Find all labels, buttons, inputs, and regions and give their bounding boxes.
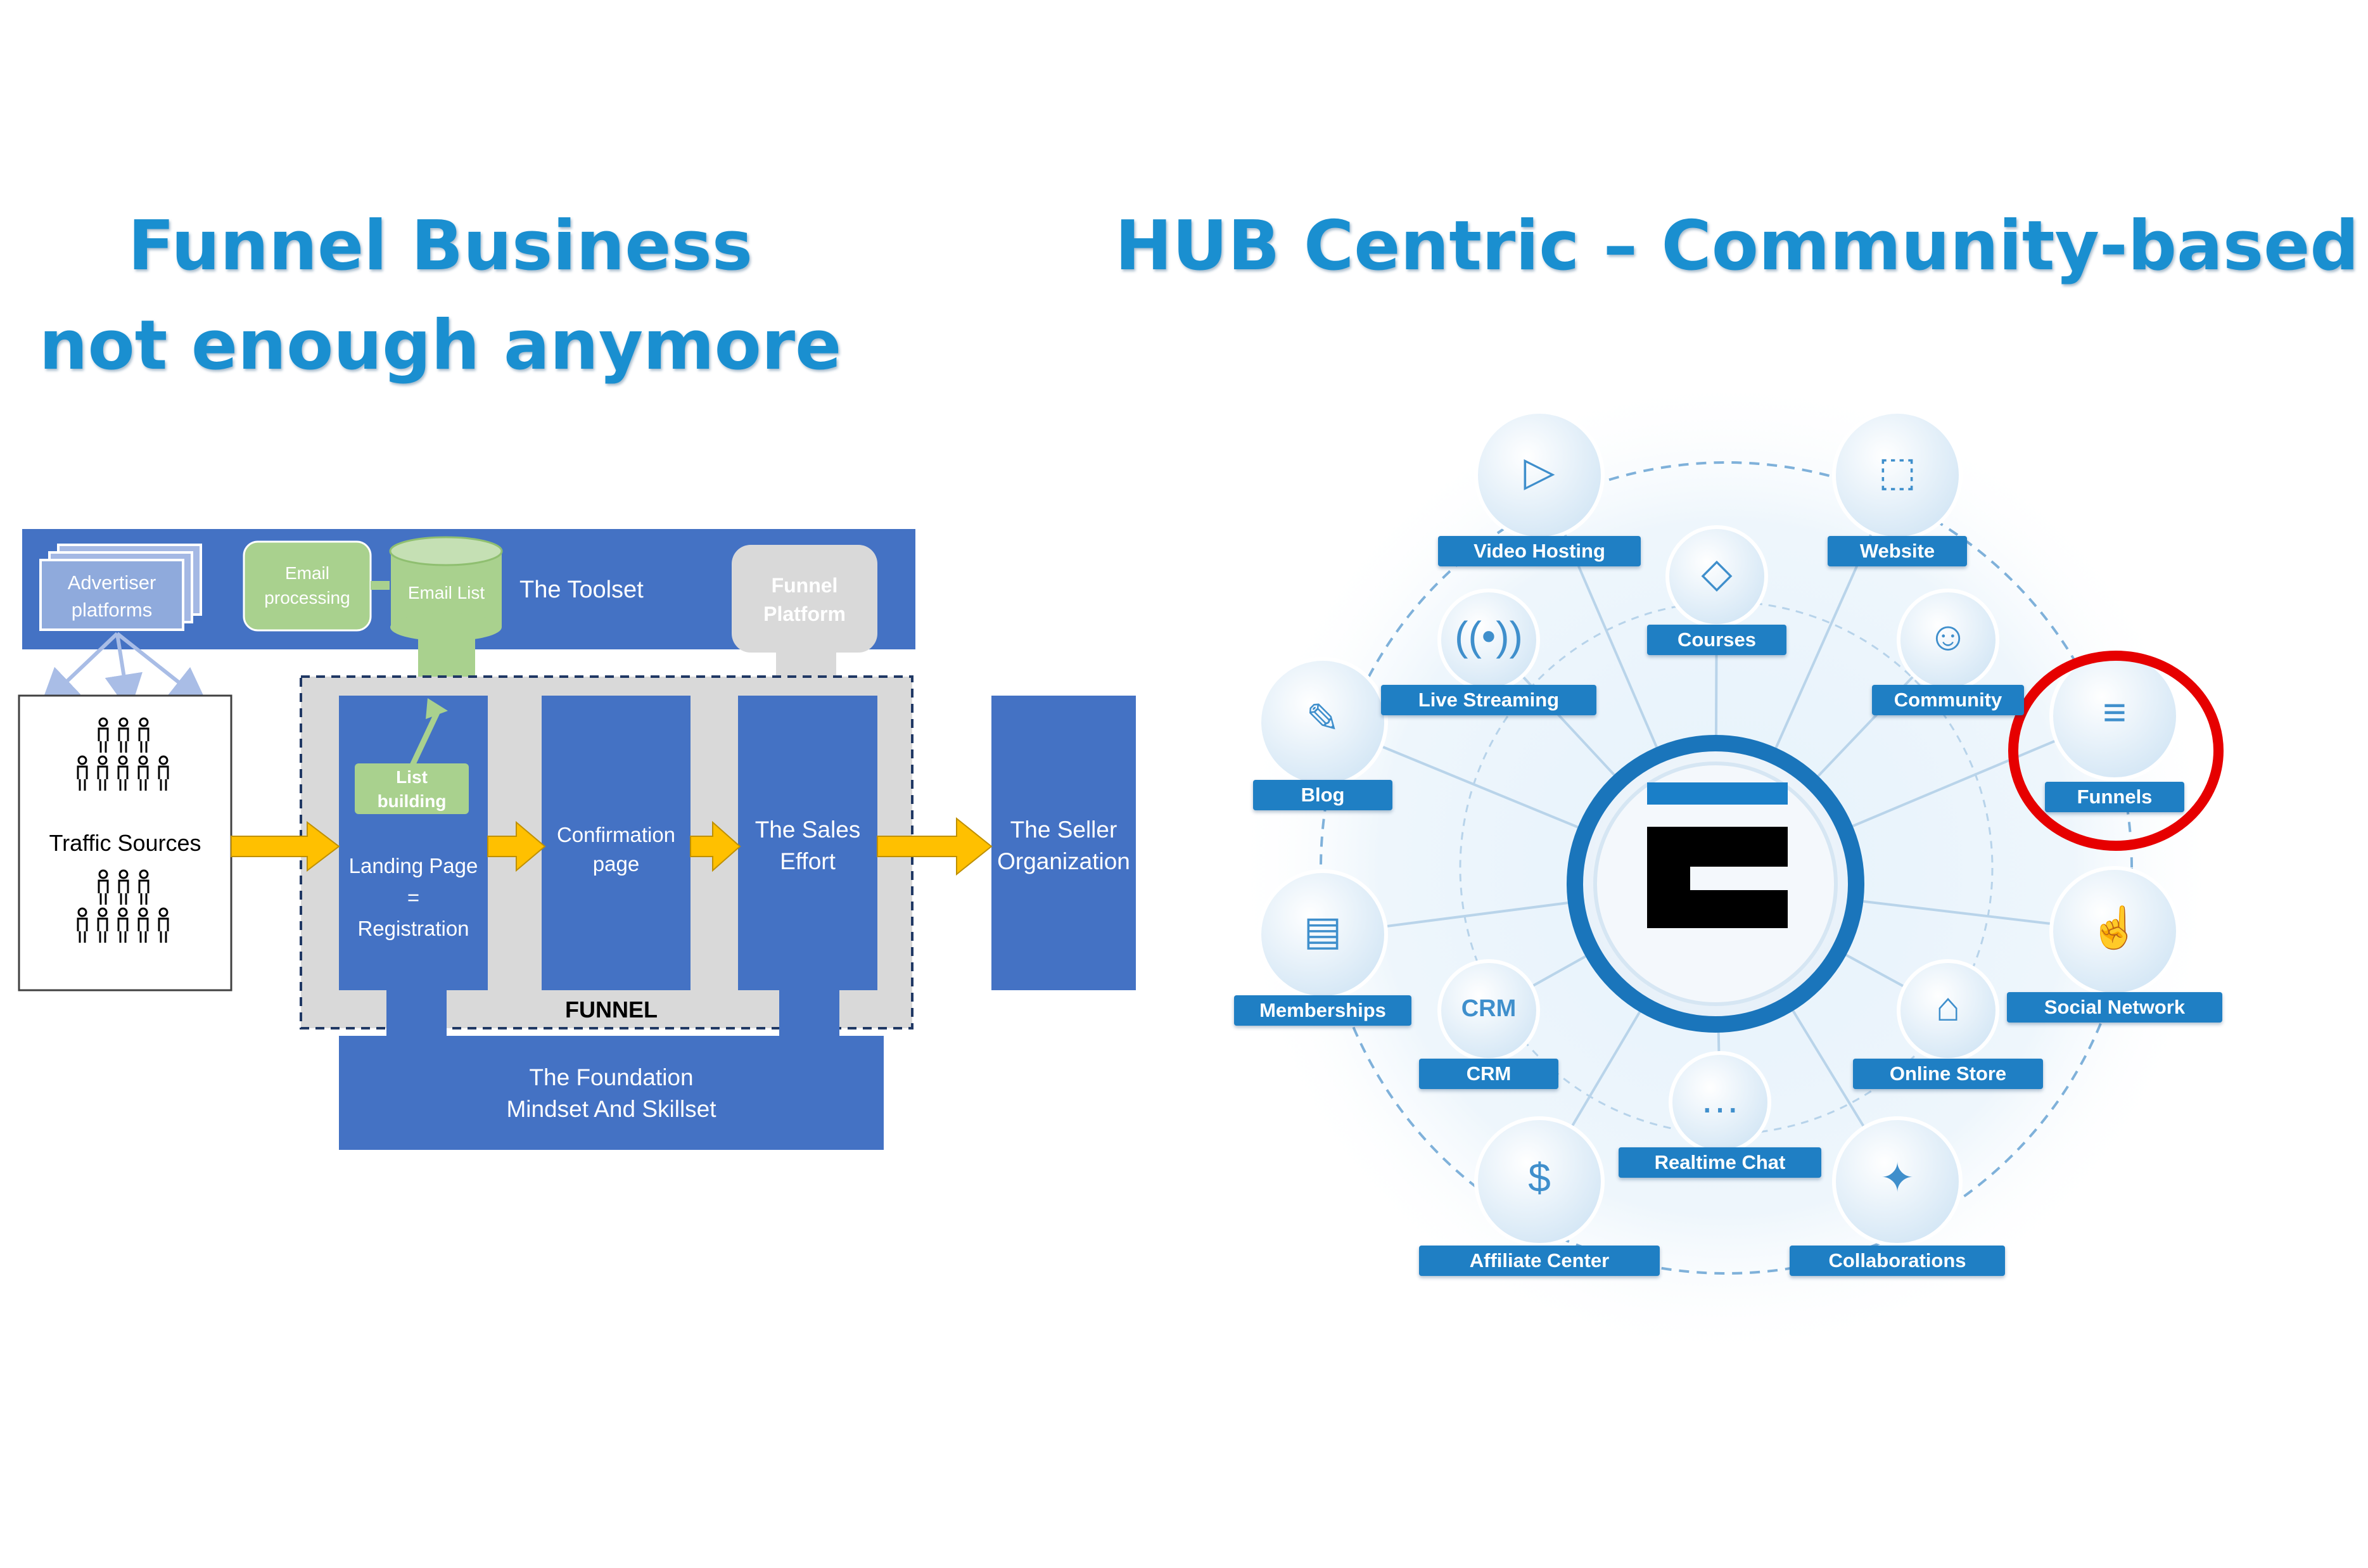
hub-node-label-community: Community bbox=[1872, 685, 2024, 715]
traffic-sources-label: Traffic Sources bbox=[49, 830, 201, 856]
hub-node-label-realtime-chat: Realtime Chat bbox=[1619, 1147, 1821, 1178]
network-dollar-icon: $ bbox=[1528, 1155, 1551, 1201]
advertiser-doc-front bbox=[39, 559, 184, 631]
hub-node-label-crm: CRM bbox=[1419, 1059, 1558, 1089]
edit-icon: ✎ bbox=[1306, 696, 1340, 741]
seller-organization-label: The Seller Organization bbox=[997, 817, 1130, 874]
list-building-label: List building bbox=[377, 767, 447, 811]
cart-icon: ⌂ bbox=[1935, 984, 1961, 1029]
crm-icon: CRM bbox=[1461, 995, 1517, 1022]
hub-node-bubble bbox=[1474, 1116, 1605, 1247]
video-icon: ▷ bbox=[1524, 449, 1555, 494]
hub-inner-dashed-ring bbox=[1459, 601, 1994, 1135]
hub-outer-dashed-ring bbox=[1320, 461, 2133, 1275]
advertiser-arrow-2 bbox=[105, 633, 143, 713]
sales-effort-label: The Sales Effort bbox=[754, 817, 861, 874]
hub-node-label-social-network: Social Network bbox=[2007, 992, 2222, 1023]
sales-column bbox=[738, 696, 877, 990]
hub-node-label-memberships: Memberships bbox=[1234, 995, 1411, 1026]
flow-arrow-sales bbox=[877, 817, 993, 876]
flow-arrow-traffic bbox=[231, 820, 340, 872]
foundation-post-left bbox=[386, 988, 447, 1039]
hub-center-inner bbox=[1593, 762, 1838, 1006]
handshake-icon: ✦ bbox=[1880, 1155, 1914, 1201]
seller-organization-box bbox=[991, 696, 1136, 990]
funnel-platform-label: Funnel Platform bbox=[763, 574, 846, 625]
foundation-box bbox=[339, 1036, 884, 1150]
email-list-bottom bbox=[390, 613, 502, 641]
email-connector bbox=[371, 581, 390, 590]
list-building-arrowhead bbox=[426, 698, 448, 719]
funnel-label: FUNNEL bbox=[565, 997, 658, 1023]
hub-node-label-live-streaming: Live Streaming bbox=[1381, 685, 1596, 715]
hub-node-label-collaborations: Collaborations bbox=[1790, 1246, 2005, 1276]
left-title-line-2: not enough anymore bbox=[39, 306, 842, 385]
funnels-highlight-circle bbox=[2008, 651, 2224, 851]
list-building-arrow bbox=[409, 711, 440, 768]
chat-icon: … bbox=[1700, 1076, 1740, 1121]
funnel-icon: ≡ bbox=[2103, 689, 2127, 735]
landing-column bbox=[339, 696, 488, 990]
broadcast-icon: ((•)) bbox=[1455, 613, 1523, 659]
confirmation-column bbox=[542, 696, 691, 990]
confirmation-label: Confirmation page bbox=[556, 823, 676, 876]
landing-page-label: Landing Page = Registration bbox=[348, 854, 478, 940]
hub-node-label-blog: Blog bbox=[1253, 780, 1392, 810]
people-icon-bottom bbox=[77, 869, 169, 943]
flow-arrow-landing bbox=[487, 820, 546, 872]
advertiser-arrow-1 bbox=[40, 632, 119, 707]
toolset-label: The Toolset bbox=[519, 577, 644, 603]
foundation-post-right bbox=[779, 988, 839, 1039]
hub-node-label-affiliate-center: Affiliate Center bbox=[1419, 1246, 1660, 1276]
advertiser-arrow-3 bbox=[116, 632, 208, 706]
funnel-platform-box bbox=[732, 545, 877, 653]
center-logo-icon bbox=[1647, 782, 1788, 928]
graduation-cap-icon: ◇ bbox=[1701, 550, 1733, 596]
people-icon-top bbox=[77, 717, 169, 791]
hub-node-bubble bbox=[1832, 1116, 1963, 1247]
hub-node-label-website: Website bbox=[1828, 536, 1967, 566]
hub-node-label-online-store: Online Store bbox=[1853, 1059, 2043, 1089]
flow-arrow-confirmation bbox=[690, 820, 741, 872]
hub-node-label-courses: Courses bbox=[1647, 625, 1786, 655]
people-icon: ☺ bbox=[1927, 613, 1969, 659]
browser-icon: ⬚ bbox=[1878, 449, 1917, 494]
hub-node-label-video-hosting: Video Hosting bbox=[1438, 536, 1641, 566]
hub-node-label-funnels: Funnels bbox=[2045, 782, 2184, 812]
right-title: HUB Centric – Community-based bbox=[1115, 207, 2359, 286]
email-list-label: Email List bbox=[407, 583, 485, 602]
foundation-label: The Foundation Mindset And Skillset bbox=[506, 1064, 716, 1122]
id-card-icon: ▤ bbox=[1303, 908, 1342, 953]
advertiser-label: Advertiser platforms bbox=[67, 571, 156, 621]
email-list-top bbox=[389, 536, 503, 566]
thumbs-up-icon: ☝ bbox=[2089, 905, 2140, 950]
list-building-box bbox=[355, 763, 469, 814]
hub-nodes bbox=[1257, 410, 2180, 1247]
left-title-line-1: Funnel Business bbox=[127, 207, 753, 286]
email-processing-label: Email processing bbox=[264, 563, 350, 608]
